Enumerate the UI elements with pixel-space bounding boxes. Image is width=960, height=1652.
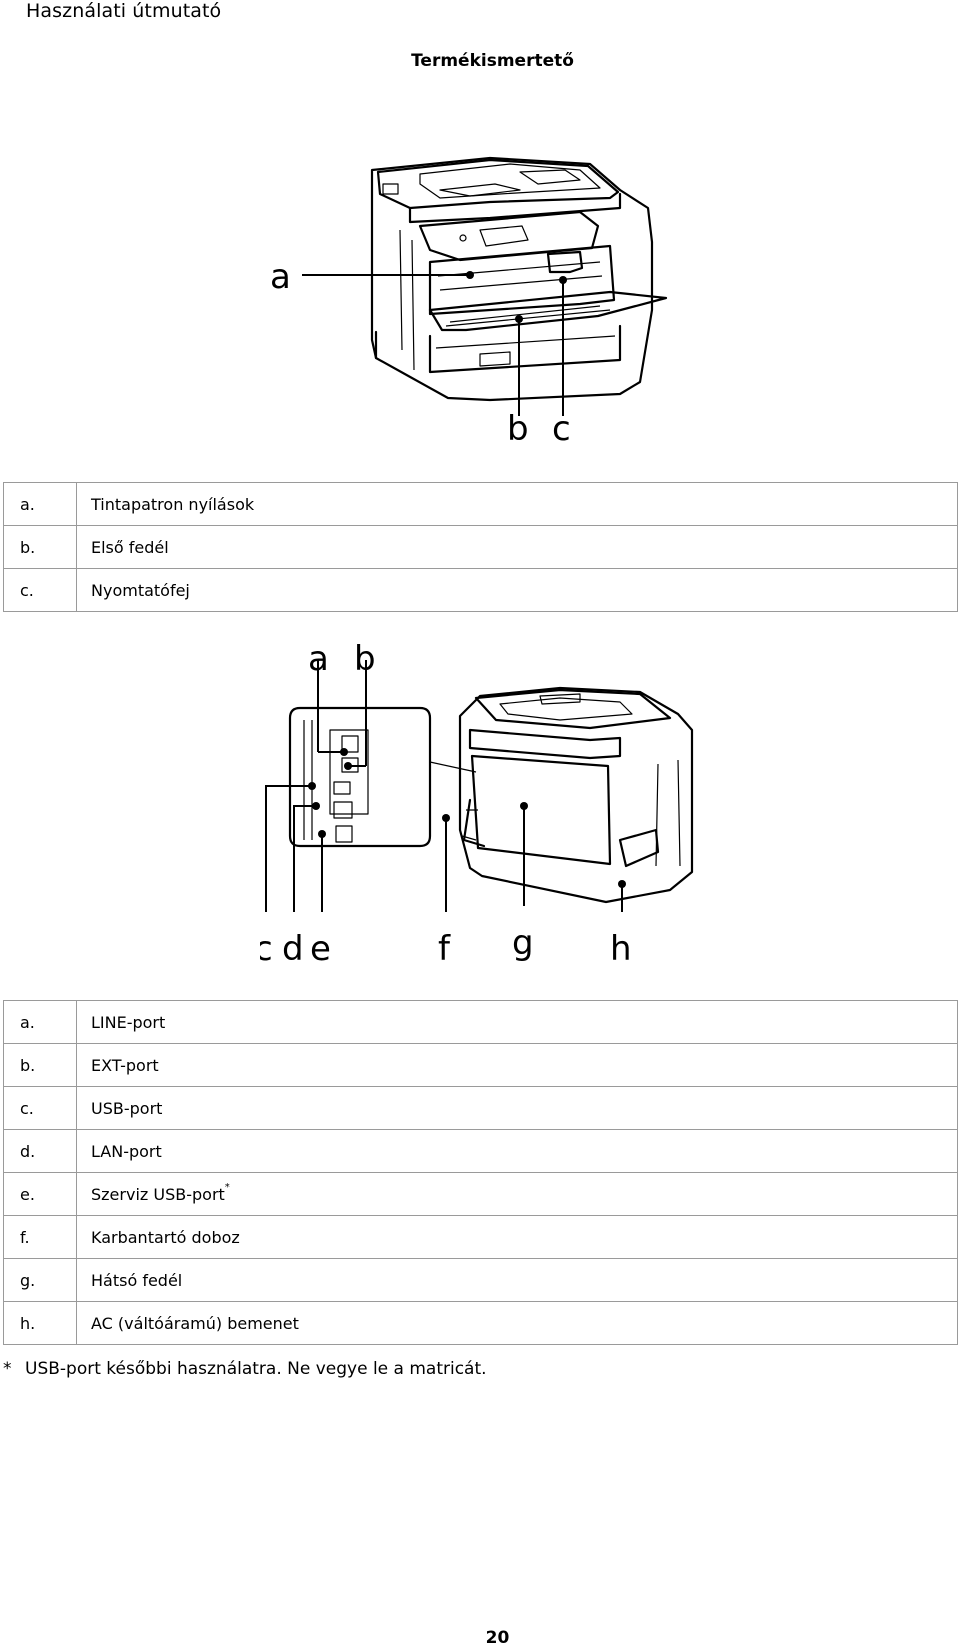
footnote-text: USB-port későbbi használatra. Ne vegye l… <box>25 1359 487 1379</box>
rear-callout-b: b <box>354 640 376 679</box>
legend-key: d. <box>3 1129 77 1173</box>
callout-a: a <box>270 257 291 297</box>
legend-desc-text: Szerviz USB-port <box>91 1184 225 1204</box>
rear-callout-c: c <box>260 929 273 969</box>
rear-callout-f: f <box>438 929 451 969</box>
rear-callout-g: g <box>512 923 534 963</box>
legend-key: f. <box>3 1215 77 1259</box>
callout-b: b <box>507 409 529 442</box>
rear-legend-table: a. LINE-port b. EXT-port c. USB-port d. … <box>3 1000 958 1345</box>
legend-key: c. <box>3 1086 77 1130</box>
rear-callout-e: e <box>310 929 331 969</box>
legend-desc: AC (váltóáramú) bemenet <box>76 1301 958 1345</box>
legend-desc: Szerviz USB-port* <box>76 1172 958 1216</box>
table-row: h. AC (váltóáramú) bemenet <box>3 1301 958 1345</box>
table-row: b. EXT-port <box>3 1043 958 1087</box>
legend-desc: Karbantartó doboz <box>76 1215 958 1259</box>
rear-callout-a: a <box>308 640 329 679</box>
legend-key: e. <box>3 1172 77 1216</box>
footnote: * USB-port későbbi használatra. Ne vegye … <box>3 1359 487 1379</box>
table-row: d. LAN-port <box>3 1129 958 1173</box>
legend-key: b. <box>3 525 77 569</box>
table-row: b. Első fedél <box>3 525 958 569</box>
printer-rear-figure: a b c d e f g h <box>260 640 694 969</box>
legend-key: a. <box>3 482 77 526</box>
table-row: e. Szerviz USB-port* <box>3 1172 958 1216</box>
footnote-mark: * <box>3 1359 12 1379</box>
legend-desc: Nyomtatófej <box>76 568 958 612</box>
table-row: c. USB-port <box>3 1086 958 1130</box>
legend-key: a. <box>3 1000 77 1044</box>
legend-desc: Tintapatron nyílások <box>76 482 958 526</box>
running-header: Használati útmutató <box>26 0 222 22</box>
legend-key: b. <box>3 1043 77 1087</box>
printer-front-figure <box>280 150 710 460</box>
table-row: g. Hátsó fedél <box>3 1258 958 1302</box>
rear-callout-d: d <box>282 929 304 969</box>
front-legend-table: a. Tintapatron nyílások b. Első fedél c.… <box>3 482 958 612</box>
table-row: c. Nyomtatófej <box>3 568 958 612</box>
legend-desc: LAN-port <box>76 1129 958 1173</box>
front-callouts: a b c <box>270 257 571 442</box>
legend-key: h. <box>3 1301 77 1345</box>
legend-desc: Hátsó fedél <box>76 1258 958 1302</box>
page-number: 20 <box>485 1628 510 1648</box>
callout-c: c <box>552 409 571 442</box>
table-row: a. Tintapatron nyílások <box>3 482 958 526</box>
table-row: f. Karbantartó doboz <box>3 1215 958 1259</box>
legend-desc: Első fedél <box>76 525 958 569</box>
legend-desc: EXT-port <box>76 1043 958 1087</box>
rear-callout-h: h <box>610 929 632 969</box>
legend-key: c. <box>3 568 77 612</box>
legend-key: g. <box>3 1258 77 1302</box>
section-title: Termékismertető <box>411 51 574 71</box>
footnote-marker: * <box>224 1182 230 1194</box>
table-row: a. LINE-port <box>3 1000 958 1044</box>
legend-desc: USB-port <box>76 1086 958 1130</box>
legend-desc: LINE-port <box>76 1000 958 1044</box>
